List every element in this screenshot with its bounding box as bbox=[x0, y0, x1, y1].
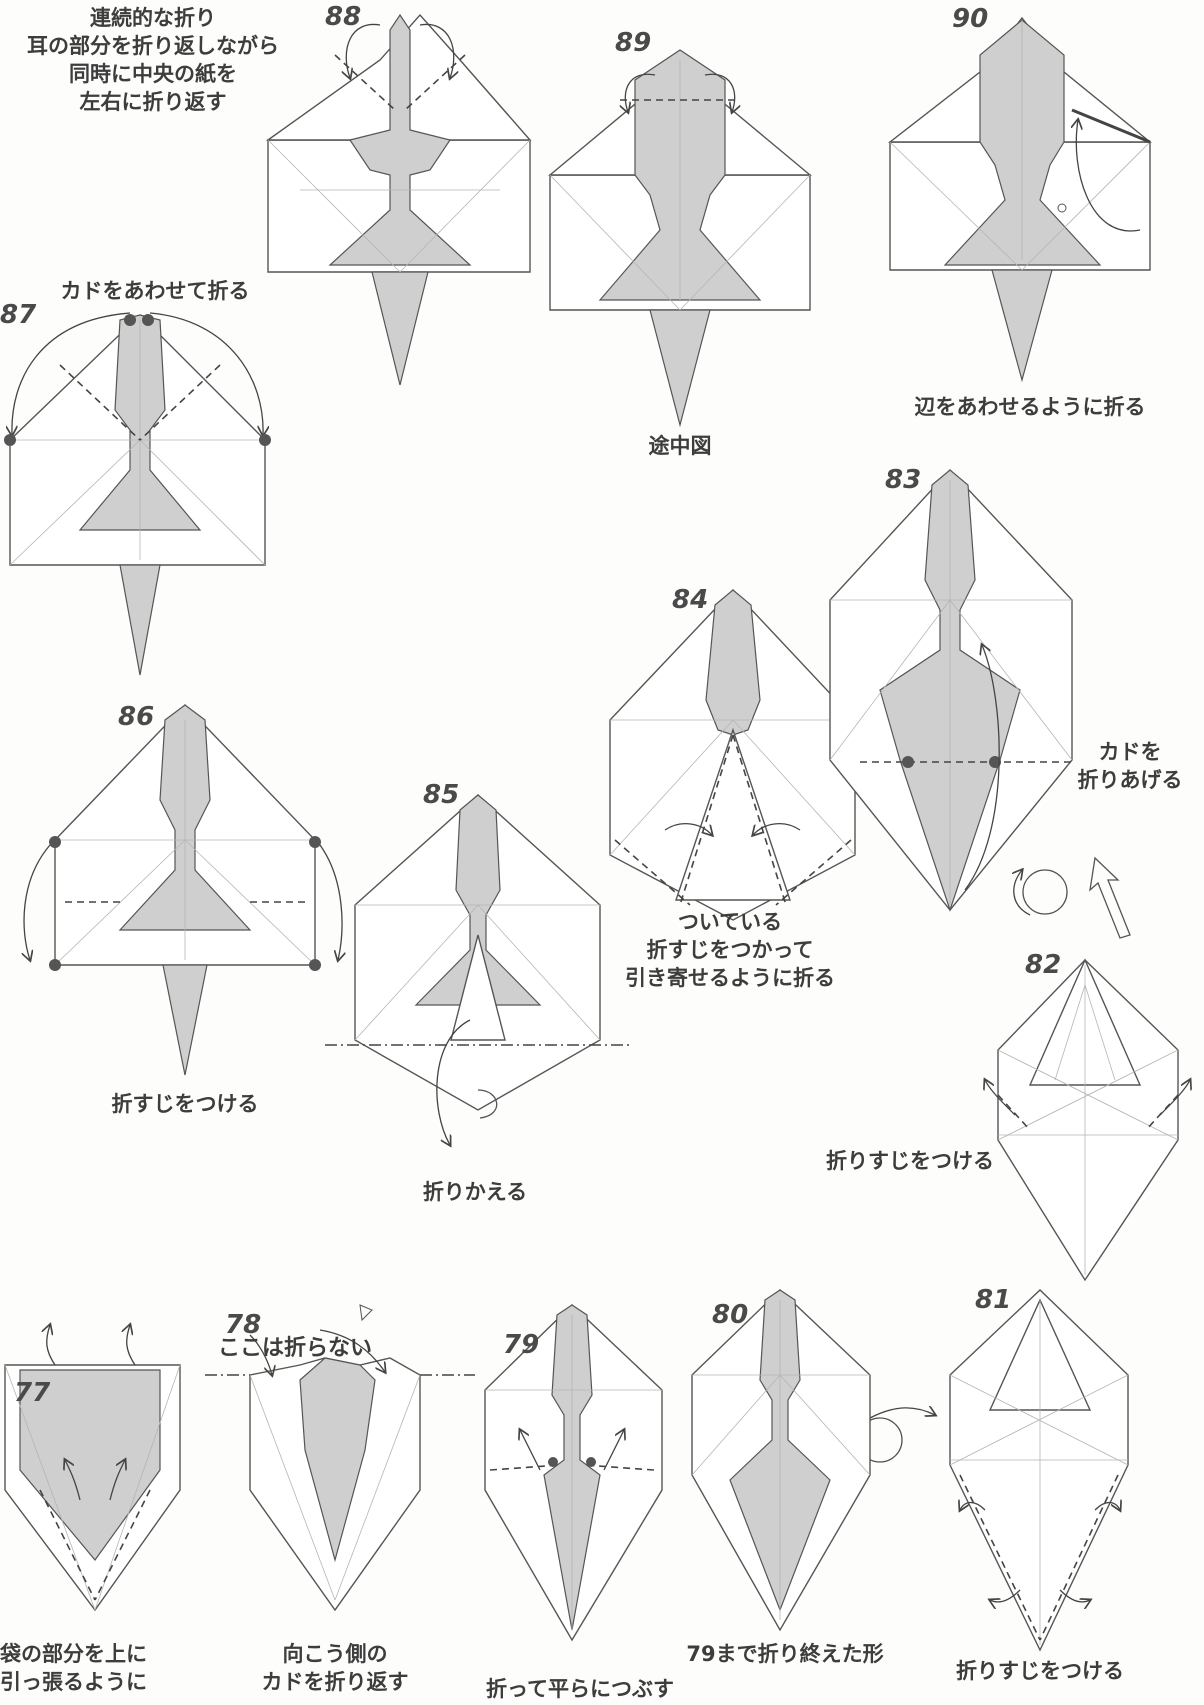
step-number-78: 78 bbox=[225, 1310, 262, 1340]
caption-line: 同時に中央の紙を bbox=[69, 62, 237, 86]
caption-line: 連続的な折り bbox=[90, 6, 216, 30]
step-80-figure bbox=[691, 1289, 871, 1632]
step-89-caption: 途中図 bbox=[648, 434, 712, 458]
step-85-figure bbox=[325, 794, 630, 1145]
step-90-caption: 辺をあわせるように折る bbox=[914, 395, 1146, 419]
step-82-caption: 折りすじをつける bbox=[826, 1149, 994, 1173]
step-number-89: 89 bbox=[615, 28, 652, 58]
caption-line: 引き寄せるように折る bbox=[625, 966, 835, 990]
step-88-caption: 連続的な折り 耳の部分を折り返しながら 同時に中央の紙を 左右に折り返す bbox=[18, 4, 288, 116]
step-number-90: 90 bbox=[952, 4, 989, 34]
step-82-figure bbox=[985, 958, 1190, 1282]
step-87-figure bbox=[4, 312, 271, 676]
step-87-caption: カドをあわせて折る bbox=[60, 279, 250, 303]
caption-line: カドを bbox=[1098, 740, 1162, 764]
step-number-88: 88 bbox=[325, 2, 362, 32]
step-number-87: 87 bbox=[0, 300, 37, 330]
caption-line: 向こう側の bbox=[282, 1642, 388, 1666]
step-78-caption: 向こう側の カドを折り返す bbox=[245, 1640, 425, 1696]
step-number-82: 82 bbox=[1025, 950, 1062, 980]
step-81-caption: 折りすじをつける bbox=[956, 1659, 1124, 1683]
step-77-caption: 袋の部分を上に 引っ張るように bbox=[0, 1640, 205, 1696]
step-83-figure bbox=[829, 468, 1075, 912]
step-84-caption: ついている 折すじをつかって 引き寄せるように折る bbox=[600, 908, 860, 992]
caption-line: 折すじをつかって bbox=[646, 938, 814, 962]
step-number-81: 81 bbox=[975, 1285, 1012, 1315]
step-number-79: 79 bbox=[503, 1330, 540, 1360]
step-79-figure bbox=[484, 1304, 663, 1642]
step-86-caption: 折すじをつける bbox=[111, 1092, 259, 1116]
step-88-figure bbox=[265, 13, 532, 386]
caption-line: ついている bbox=[677, 910, 783, 934]
step-90-figure bbox=[887, 16, 1152, 383]
caption-line: 折りあげる bbox=[1077, 768, 1183, 792]
rotate-icon bbox=[1014, 870, 1068, 916]
step-89-figure bbox=[548, 49, 812, 428]
step-79-caption: 折って平らにつぶす bbox=[486, 1677, 674, 1701]
step-86-figure bbox=[24, 703, 342, 1076]
step-number-85: 85 bbox=[423, 780, 460, 810]
step-77-figure bbox=[4, 1325, 181, 1612]
caption-line: 引っ張るように bbox=[0, 1670, 147, 1694]
step-78-figure bbox=[205, 1304, 475, 1612]
caption-line: 耳の部分を折り返しながら bbox=[27, 34, 279, 58]
step-number-86: 86 bbox=[118, 702, 155, 732]
step-number-83: 83 bbox=[885, 465, 922, 495]
step-80-caption: 79まで折り終えた形 bbox=[686, 1642, 884, 1666]
caption-line: 袋の部分を上に bbox=[0, 1642, 147, 1666]
step-81-figure bbox=[949, 1289, 1129, 1652]
step-number-77: 77 bbox=[14, 1378, 51, 1408]
caption-line: 左右に折り返す bbox=[79, 90, 227, 114]
step-85-caption: 折りかえる bbox=[422, 1180, 528, 1204]
step-83-caption: カドを 折りあげる bbox=[1060, 738, 1200, 794]
pull-arrow-icon bbox=[1089, 856, 1131, 939]
caption-line: カドを折り返す bbox=[261, 1670, 409, 1694]
step-number-84: 84 bbox=[672, 585, 709, 615]
step-84-figure bbox=[609, 588, 856, 921]
step-number-80: 80 bbox=[712, 1300, 749, 1330]
step-78-note: ここは折らない bbox=[217, 1336, 372, 1361]
